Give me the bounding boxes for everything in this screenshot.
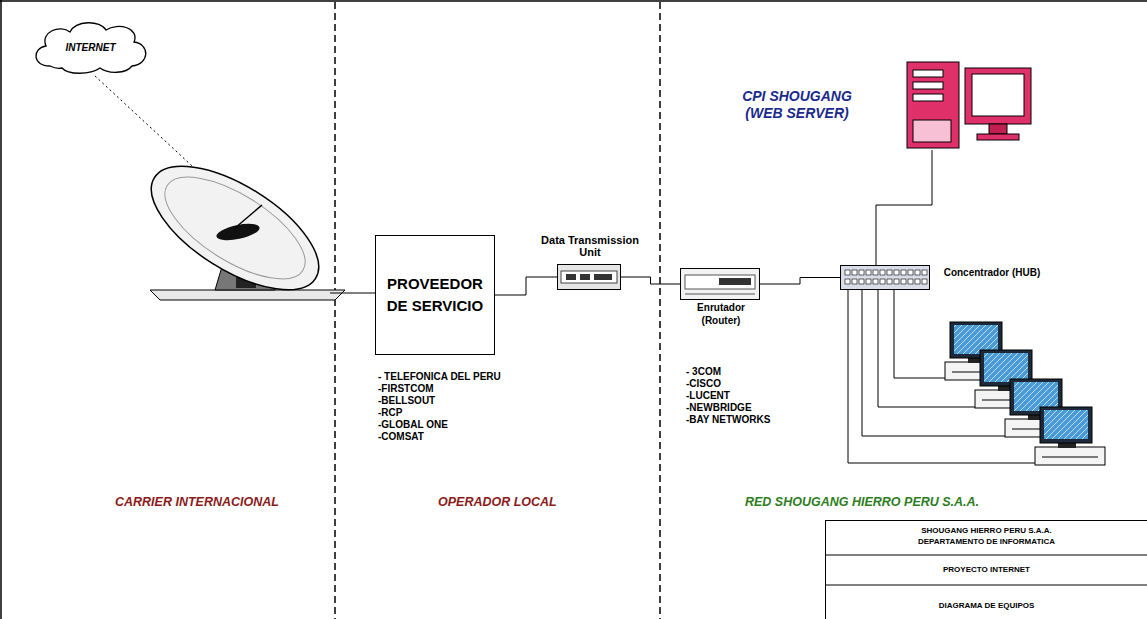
region-label: OPERADOR LOCAL [438, 495, 557, 509]
vendor-list-item: -COMSAT [378, 431, 424, 442]
vendor-list-item: -RCP [378, 407, 402, 418]
title-block-rules [825, 555, 1147, 585]
connector-line [876, 150, 932, 265]
region-label: CARRIER INTERNACIONAL [115, 495, 279, 509]
computer-icon [905, 60, 1033, 150]
connector-line [760, 278, 840, 285]
process-box: PROVEEDOR DE SERVICIO [375, 235, 495, 355]
internet-cloud: INTERNET [28, 18, 153, 76]
data-transmission-unit: Data Transmission Unit [557, 264, 621, 290]
vendor-list-item: -BELLSOUT [378, 395, 435, 406]
vendor-list-item: - TELEFONICA DEL PERU [378, 371, 501, 382]
node-text: SHOUGANG HIERRO PERU S.A.A. [826, 526, 1147, 535]
vendor-list-item: -NEWBRIDGE [686, 402, 752, 413]
vendor-list-item: -BAY NETWORKS [686, 414, 770, 425]
node-text: INTERNET [66, 42, 116, 53]
title-block: SHOUGANG HIERRO PERU S.A.A. DEPARTAMENTO … [825, 520, 1147, 619]
satellite-dish [95, 76, 375, 314]
node-text: PROYECTO INTERNET [826, 565, 1147, 574]
vendor-list-item: - 3COM [686, 366, 721, 377]
workstations [945, 322, 1105, 465]
vendor-list-item: -FIRSTCOM [378, 383, 434, 394]
device-face [558, 265, 620, 289]
node-text: CPI SHOUGANG (WEB SERVER) [727, 88, 867, 122]
node-text: Enrutador (Router) [681, 302, 761, 327]
router-device: Enrutador (Router) [680, 268, 760, 300]
vendor-list-item: -GLOBAL ONE [378, 419, 448, 430]
node-text: DEPARTAMENTO DE INFORMATICA [826, 537, 1147, 546]
workstation [1035, 407, 1105, 465]
device-face [681, 269, 759, 299]
connector-line [621, 277, 680, 284]
vendor-list-item: -LUCENT [686, 390, 730, 401]
node-text: Concentrador (HUB) [943, 266, 1041, 279]
node-text: PROVEEDOR DE SERVICIO [382, 273, 488, 317]
node-text: Data Transmission Unit [538, 234, 642, 259]
vendor-list-item: -CISCO [686, 378, 721, 389]
region-label: RED SHOUGANG HIERRO PERU S.A.A. [745, 495, 979, 509]
hub-device: Concentrador (HUB) [840, 265, 930, 290]
connector-line [495, 277, 557, 295]
port-row [841, 266, 929, 289]
node-text: DIAGRAMA DE EQUIPOS [826, 601, 1147, 610]
web-server-computer: CPI SHOUGANG (WEB SERVER) [905, 60, 1033, 150]
